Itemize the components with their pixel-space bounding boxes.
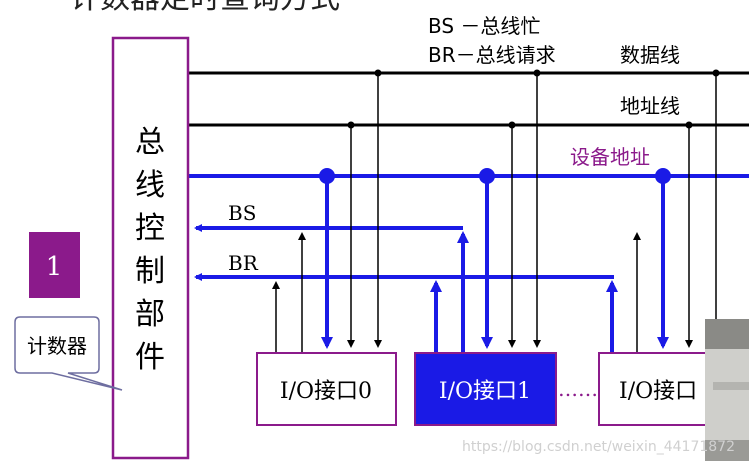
- io-interface-1-label: I/O接口1: [439, 379, 531, 404]
- bs-label: BS: [228, 201, 256, 225]
- counter-callout: [14, 316, 123, 391]
- br-label: BR: [228, 251, 259, 275]
- io-interface-1: [414, 352, 557, 426]
- controller-char: 线: [135, 168, 165, 203]
- if0-addr-junction: [319, 168, 335, 184]
- controller-char: 总: [135, 125, 165, 160]
- controller-char: 件: [135, 340, 165, 375]
- counter-box: [29, 232, 80, 298]
- counter-value: 1: [46, 252, 63, 282]
- bs-legend: BS －总线忙: [428, 14, 540, 38]
- if1-addr-junction: [479, 168, 495, 184]
- title-fragment: 计数器定时查询方式: [70, 0, 340, 16]
- ellipsis: ……: [558, 377, 598, 401]
- io-interface-0-label: I/O接口0: [280, 379, 372, 404]
- if0-junction: [374, 69, 382, 77]
- counter-callout-text: 计数器: [27, 334, 87, 358]
- video-overlay: [705, 319, 749, 461]
- br-legend: BR－总线请求: [428, 43, 556, 67]
- io-interface-0: [256, 352, 397, 426]
- controller-char: 部: [135, 297, 165, 332]
- io-interface-2-label: I/O接口: [619, 379, 697, 404]
- if2-junction: [685, 121, 693, 129]
- if1-junction: [508, 121, 516, 129]
- device-address-label: 设备地址: [570, 145, 650, 169]
- if2-junction: [712, 69, 720, 77]
- controller-char: 控: [135, 211, 165, 246]
- if2-addr-junction: [655, 168, 671, 184]
- if0-junction: [347, 121, 355, 129]
- controller-char: 制: [135, 254, 165, 289]
- bus-controller-label: 总 线 控 制 部 件: [135, 125, 165, 375]
- watermark: https://blog.csdn.net/weixin_44171872: [461, 439, 735, 455]
- bus-controller-box: [111, 36, 190, 460]
- if1-junction: [533, 69, 541, 77]
- data-bus-label: 数据线: [620, 43, 680, 67]
- address-bus-label: 地址线: [620, 94, 680, 118]
